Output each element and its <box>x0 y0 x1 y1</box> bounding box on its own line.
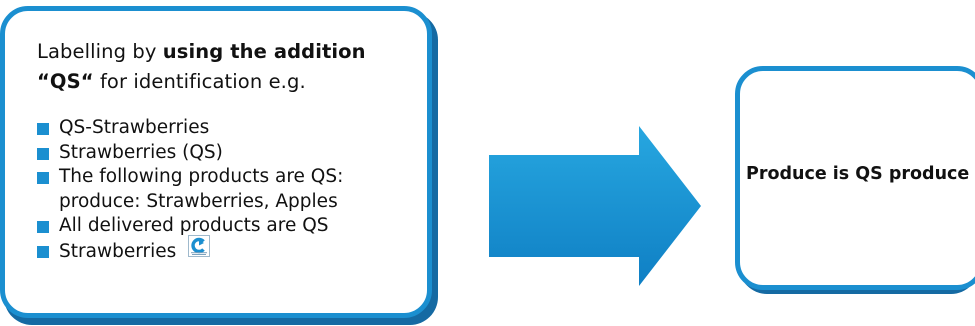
examples-list: QS-Strawberries Strawberries (QS) The fo… <box>37 116 427 264</box>
list-item-label: Strawberries <box>59 240 177 262</box>
intro-text-bold: using the addition <box>162 40 366 63</box>
result-box: Produce is QS produce <box>735 66 975 290</box>
list-item-label: QS-Strawberries <box>59 117 210 138</box>
square-bullet-icon <box>37 147 49 160</box>
intro-text-part1: Labelling by <box>37 40 163 63</box>
list-item: All delivered products are QS <box>37 214 427 239</box>
square-bullet-icon <box>37 172 49 184</box>
labelling-examples-box: Labelling by using the addition “QS“ for… <box>0 6 432 318</box>
list-item: Strawberries (QS) <box>37 141 427 166</box>
list-item-label: The following products are QS: <box>59 166 344 187</box>
list-item-label: Strawberries (QS) <box>59 141 223 163</box>
square-bullet-icon <box>37 221 49 233</box>
list-item-label: All delivered products are QS <box>59 215 329 236</box>
labelling-intro: Labelling by using the addition “QS“ for… <box>37 37 427 97</box>
square-bullet-icon <box>37 123 49 135</box>
list-item: QS-Strawberries <box>37 116 427 141</box>
right-arrow-icon <box>489 126 701 286</box>
intro-text-part2: for identification e.g. <box>93 70 306 93</box>
list-item-label-continued: produce: Strawberries, Apples <box>59 190 338 212</box>
square-bullet-icon <box>37 245 49 258</box>
intro-text-quote: “QS“ <box>37 70 94 93</box>
list-item: Strawberries <box>37 234 427 265</box>
qs-logo-icon <box>188 234 211 265</box>
result-statement: Produce is QS produce <box>746 164 970 184</box>
list-item: The following products are QS: produce: … <box>37 165 427 214</box>
